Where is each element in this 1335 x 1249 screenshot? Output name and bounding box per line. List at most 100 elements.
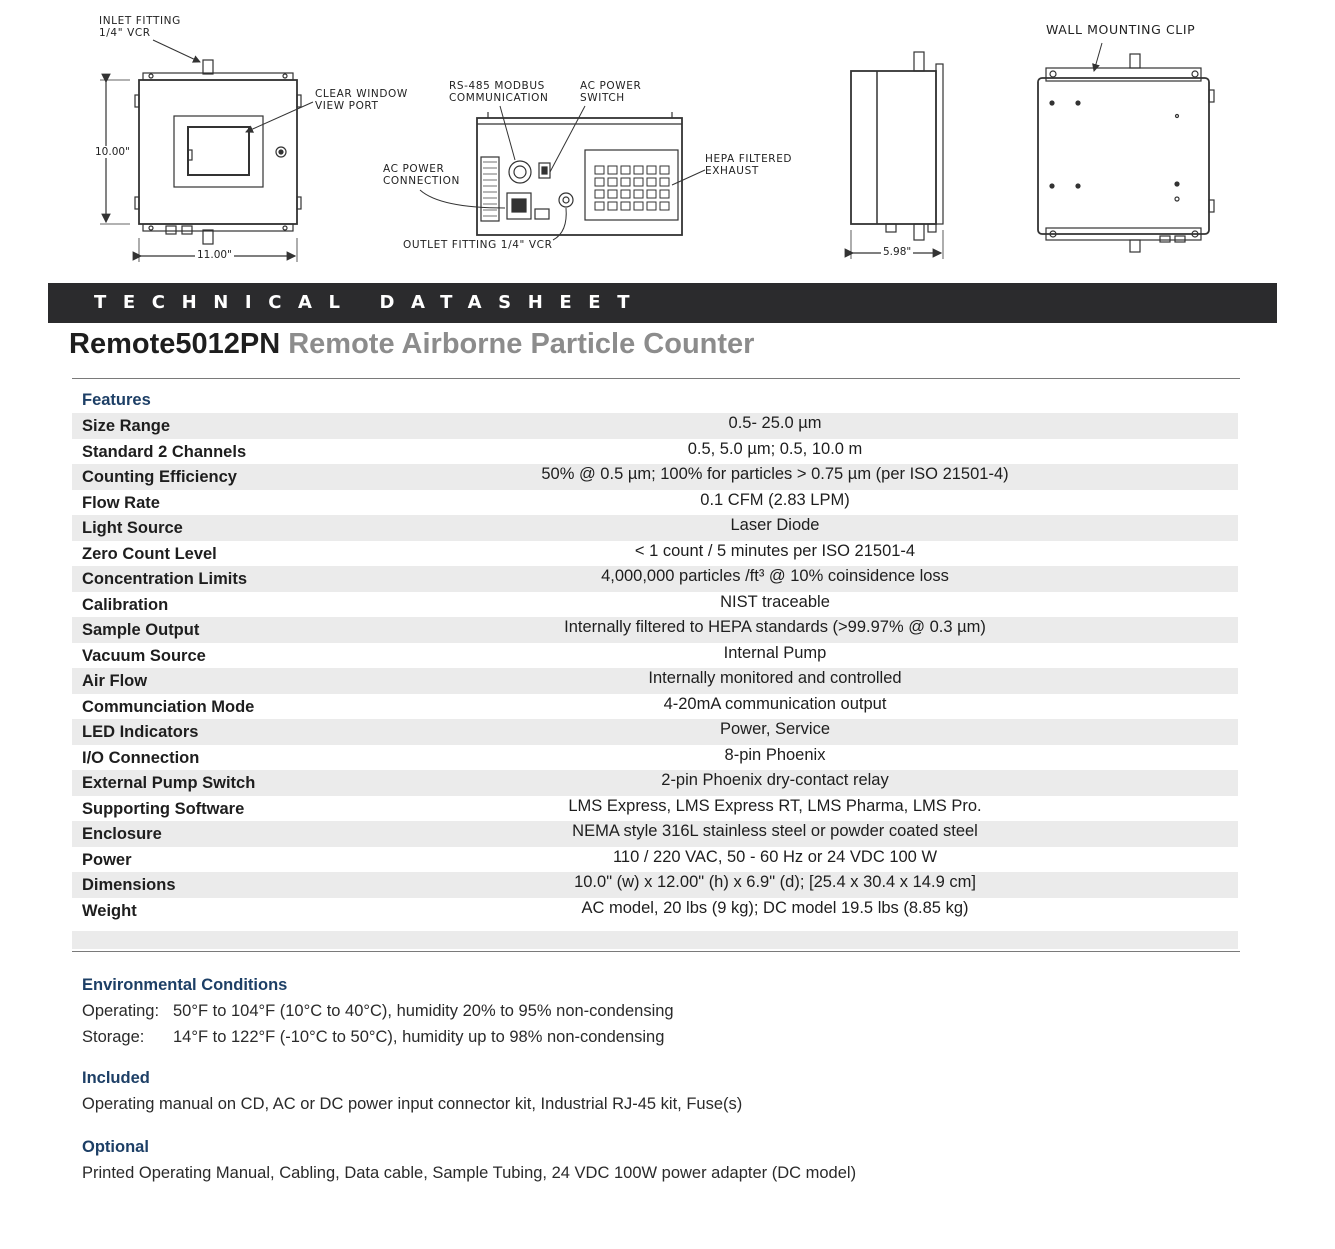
spec-label: Concentration Limits (82, 570, 248, 588)
spec-label: Calibration (82, 595, 169, 614)
mount-view-drawing (1037, 42, 1215, 253)
spec-label: Standard 2 Channels (82, 442, 247, 461)
callout-line: CONNECTION (383, 175, 460, 187)
product-drawings: INLET FITTING 1/4" VCR CLEAR WINDOW VIEW… (0, 0, 1335, 275)
front-view-drawing (100, 39, 314, 262)
table-row: Standard 2 Channels 0.5, 5.0 µm; 0.5, 10.… (72, 439, 1238, 465)
spec-value: LMS Express, LMS Express RT, LMS Pharma,… (568, 796, 982, 815)
spec-value: 8-pin Phoenix (724, 745, 826, 764)
inlet-fitting-callout: INLET FITTING 1/4" VCR (99, 15, 181, 39)
spec-value: 110 / 220 VAC, 50 - 60 Hz or 24 VDC 100 … (612, 847, 938, 866)
side-view-drawing (844, 51, 944, 259)
features-heading: Features (82, 391, 151, 409)
technical-drawings-svg (100, 39, 1215, 262)
spec-label: Vacuum Source (82, 646, 206, 665)
table-row: Calibration NIST traceable (72, 592, 1238, 618)
bottom-divider (72, 951, 1240, 952)
table-row: Sample Output Internally filtered to HEPA… (72, 617, 1238, 643)
spec-label: Supporting Software (82, 799, 245, 818)
hepa-exhaust-callout: HEPA FILTERED EXHAUST (705, 153, 792, 177)
clear-window-callout: CLEAR WINDOW VIEW PORT (315, 88, 408, 112)
spec-label: Counting Efficiency (82, 468, 237, 486)
table-row: Light Source Laser Diode (72, 515, 1238, 541)
spec-value: 50% @ 0.5 µm; 100% for particles > 0.75 … (541, 465, 1009, 483)
optional-heading: Optional (82, 1138, 149, 1156)
storage-label: Storage: (82, 1028, 145, 1046)
table-row: Size Range 0.5- 25.0 µm (72, 413, 1238, 439)
page-title: Remote5012PN Remote Airborne Particle Co… (69, 328, 754, 361)
table-row: Vacuum Source Internal Pump (72, 643, 1238, 669)
wall-mounting-clip-callout: WALL MOUNTING CLIP (1046, 22, 1196, 37)
spec-value: NEMA style 316L stainless steel or powde… (572, 822, 978, 840)
callout-line: AC POWER (383, 163, 445, 175)
spec-value: 0.5- 25.0 µm (728, 414, 822, 432)
product-description: Remote Airborne Particle Counter (288, 328, 755, 360)
width-dimension: 11.00" (195, 249, 234, 261)
included-heading: Included (82, 1069, 150, 1087)
callout-line: 1/4" VCR (99, 27, 151, 39)
callout-line: COMMUNICATION (449, 92, 549, 104)
callout-line: RS-485 MODBUS (449, 80, 545, 92)
storage-value: 14°F to 122°F (-10°C to 50°C), humidity … (173, 1028, 665, 1046)
callout-line: SWITCH (580, 92, 625, 104)
rs485-callout: RS-485 MODBUS COMMUNICATION (449, 80, 548, 104)
spec-value: 4-20mA communication output (663, 694, 887, 713)
callout-line: EXHAUST (705, 165, 759, 177)
spec-value: Laser Diode (730, 516, 820, 534)
spec-value: < 1 count / 5 minutes per ISO 21501-4 (634, 541, 916, 560)
spec-rows: Size Range 0.5- 25.0 µm Standard 2 Channel… (72, 413, 1238, 923)
spec-label: Zero Count Level (82, 544, 217, 563)
callout-line: CLEAR WINDOW (315, 88, 408, 100)
table-row: Enclosure NEMA style 316L stainless steel… (72, 821, 1238, 847)
spec-label: Enclosure (82, 825, 162, 843)
table-row: Counting Efficiency 50% @ 0.5 µm; 100% fo… (72, 464, 1238, 490)
callout-line: HEPA FILTERED (705, 153, 793, 165)
table-row: Supporting Software LMS Express, LMS Expr… (72, 796, 1238, 822)
spec-label: Size Range (82, 417, 171, 435)
table-row: I/O Connection 8-pin Phoenix (72, 745, 1238, 771)
spec-value: NIST traceable (720, 592, 830, 611)
spec-label: I/O Connection (82, 748, 200, 767)
spec-value: Internal Pump (723, 643, 827, 662)
blank-row (72, 931, 1238, 949)
table-row: Air Flow Internally monitored and control… (72, 668, 1238, 694)
callout-line: VIEW PORT (315, 100, 379, 112)
spec-table: Features Size Range 0.5- 25.0 µm Standard … (72, 388, 1238, 949)
spec-value: 10.0" (w) x 12.00" (h) x 6.9" (d); [25.4… (574, 873, 976, 891)
spec-value: AC model, 20 lbs (9 kg); DC model 19.5 l… (581, 898, 969, 917)
spec-label: Light Source (82, 519, 183, 537)
spec-label: Dimensions (82, 876, 176, 894)
spec-value: 2-pin Phoenix dry-contact relay (661, 771, 889, 789)
outlet-fitting-callout: OUTLET FITTING 1/4" VCR (403, 239, 553, 251)
ac-power-switch-callout: AC POWER SWITCH (580, 80, 641, 104)
spec-value: Internally monitored and controlled (648, 669, 902, 687)
operating-conditions: Operating:50°F to 104°F (10°C to 40°C), … (82, 1002, 674, 1021)
spec-value: 4,000,000 particles /ft³ @ 10% coinsiden… (601, 567, 949, 585)
ac-power-connection-callout: AC POWER CONNECTION (383, 163, 460, 187)
table-row: LED Indicators Power, Service (72, 719, 1238, 745)
operating-label: Operating: (82, 1002, 160, 1020)
header-band-text: TECHNICAL DATASHEET (94, 292, 647, 313)
spec-label: Flow Rate (82, 493, 160, 512)
included-text: Operating manual on CD, AC or DC power i… (82, 1095, 743, 1113)
height-dimension: 10.00" (93, 146, 132, 158)
top-divider (72, 378, 1240, 379)
callout-line: AC POWER (580, 80, 642, 92)
spec-value: Internally filtered to HEPA standards (>… (564, 618, 986, 636)
callout-line: INLET FITTING (99, 15, 181, 27)
datasheet-header-band: TECHNICAL DATASHEET (48, 283, 1277, 323)
depth-dimension: 5.98" (881, 246, 914, 258)
spec-value: 0.5, 5.0 µm; 0.5, 10.0 m (687, 439, 863, 458)
spec-label: Air Flow (82, 672, 148, 690)
spec-label: LED Indicators (82, 723, 199, 741)
spec-label: Sample Output (82, 621, 200, 639)
table-row: Dimensions 10.0" (w) x 12.00" (h) x 6.9" … (72, 872, 1238, 898)
storage-conditions: Storage: 14°F to 122°F (-10°C to 50°C), h… (82, 1028, 664, 1047)
spec-label: Communciation Mode (82, 697, 255, 716)
spec-value: Power, Service (719, 720, 831, 738)
table-row: Communciation Mode 4-20mA communication o… (72, 694, 1238, 720)
